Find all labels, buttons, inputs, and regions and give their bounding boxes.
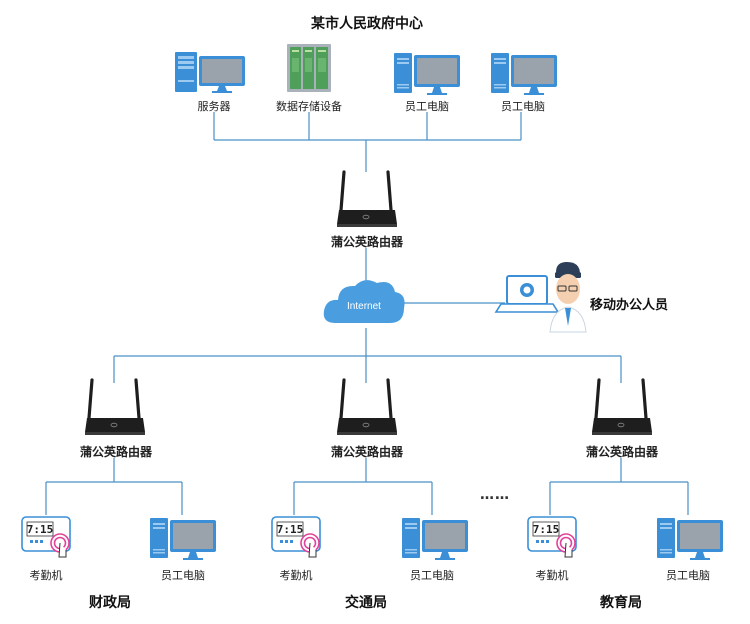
server-pc-icon — [175, 52, 245, 93]
attendance-screen-time: 7:15 — [533, 523, 560, 536]
attendance-label: 考勤机 — [279, 569, 313, 582]
attendance-label: 考勤机 — [535, 569, 569, 582]
desktop-pc-icon — [394, 53, 460, 95]
branch-name: 交通局 — [345, 595, 387, 611]
attendance-screen-time: 7:15 — [27, 523, 54, 536]
mobile-worker-label: 移动办公人员 — [590, 298, 669, 313]
branch-router-label: 蒲公英路由器 — [330, 445, 404, 459]
more-branches-ellipsis: …… — [480, 487, 510, 503]
page-title: 某市人民政府中心 — [311, 16, 423, 32]
laptop-person-icon — [494, 262, 587, 333]
cloud-icon — [323, 280, 405, 323]
hq-device-label: 服务器 — [197, 100, 231, 113]
pc-label: 员工电脑 — [161, 569, 205, 582]
hq-device-label: 员工电脑 — [501, 100, 545, 113]
attendance-label: 考勤机 — [29, 569, 63, 582]
branch-router-label: 蒲公英路由器 — [585, 445, 659, 459]
attendance-screen-time: 7:15 — [277, 523, 304, 536]
pc-label: 员工电脑 — [410, 569, 454, 582]
internet-label: Internet — [347, 301, 381, 312]
branch-router-label: 蒲公英路由器 — [79, 445, 153, 459]
storage-rack-icon — [287, 44, 331, 92]
connection-lines — [45, 112, 689, 515]
desktop-pc-icon — [150, 518, 216, 560]
hq-device-label: 员工电脑 — [405, 100, 449, 113]
router-icon — [590, 378, 654, 437]
desktop-pc-icon — [657, 518, 723, 560]
pc-label: 员工电脑 — [666, 569, 710, 582]
desktop-pc-icon — [402, 518, 468, 560]
router-icon — [83, 378, 147, 437]
branch-name: 财政局 — [89, 595, 131, 611]
router-icon — [335, 170, 399, 229]
branch-name: 教育局 — [600, 595, 642, 611]
router-icon — [335, 378, 399, 437]
core-router-label: 蒲公英路由器 — [330, 235, 404, 249]
hq-device-label: 数据存储设备 — [276, 100, 342, 113]
desktop-pc-icon — [491, 53, 557, 95]
